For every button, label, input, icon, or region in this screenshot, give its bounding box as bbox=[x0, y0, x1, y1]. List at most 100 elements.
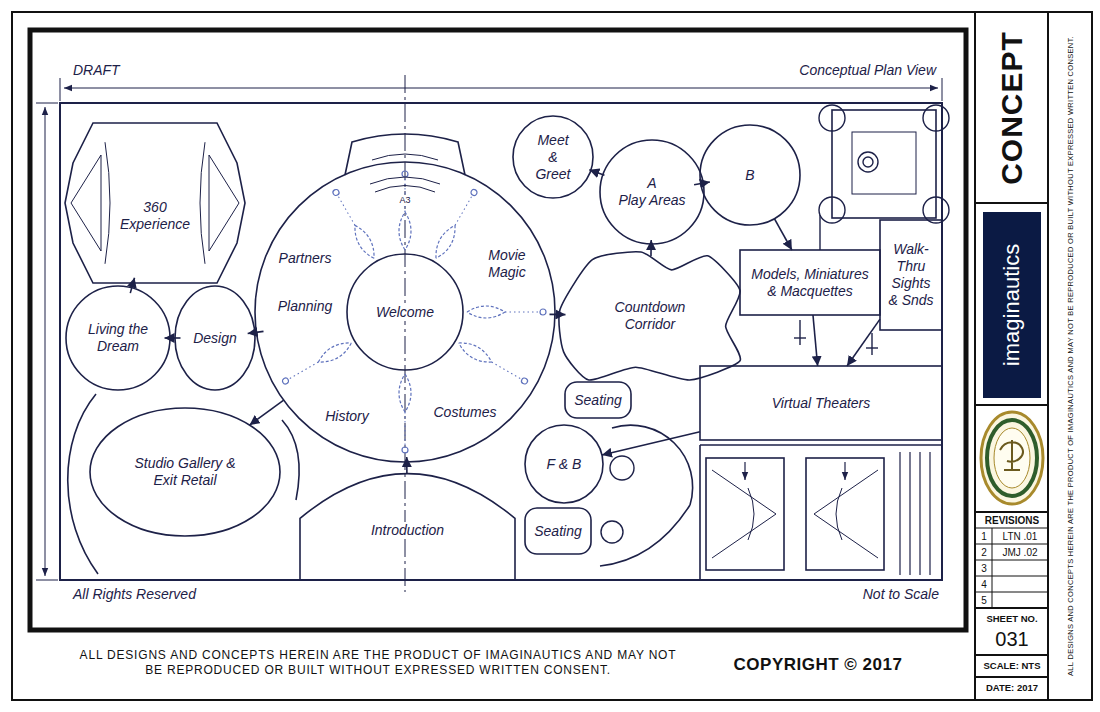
sheet-label-box: SHEET NO. bbox=[985, 613, 1038, 625]
theater-wall bbox=[700, 444, 942, 446]
zone-label: Planning bbox=[277, 298, 334, 315]
title-rule bbox=[975, 654, 1048, 656]
room-block bbox=[832, 110, 936, 218]
spiral-symbol bbox=[863, 157, 873, 167]
zone-label: Seating bbox=[533, 523, 582, 540]
stripe bbox=[929, 452, 930, 575]
zone-text-area: B bbox=[722, 147, 778, 203]
title-rule bbox=[975, 607, 1048, 609]
zone-label: Meet & Greet bbox=[533, 132, 573, 183]
stripe bbox=[919, 452, 920, 575]
stage-arc bbox=[372, 154, 438, 160]
zone-text-area: 360 Experience bbox=[113, 185, 197, 247]
display-petal bbox=[456, 338, 495, 367]
stage-arc bbox=[375, 186, 435, 193]
room-lobe bbox=[819, 105, 845, 131]
flow-arrow bbox=[694, 182, 710, 185]
zone-text-area: Meet & Greet bbox=[533, 130, 573, 184]
zone-label: Welcome bbox=[375, 304, 435, 321]
sheet-number: 031 bbox=[994, 627, 1029, 652]
display-petal bbox=[431, 222, 460, 261]
table-cell-box: 3 bbox=[980, 562, 988, 575]
seal-emblem bbox=[1000, 440, 1023, 470]
table-cell: LTN .01 bbox=[1002, 530, 1039, 543]
label-holder: Planning bbox=[277, 298, 334, 315]
table-cell-box: 2 bbox=[980, 546, 988, 559]
label-holder: History bbox=[324, 408, 370, 425]
company-logo-box: imaginautics bbox=[998, 243, 1026, 367]
room-lobe bbox=[923, 197, 949, 223]
door-marker bbox=[799, 320, 800, 345]
hub-circle: Welcome bbox=[347, 254, 463, 370]
room-inner bbox=[852, 132, 916, 194]
zone-outline bbox=[175, 286, 255, 390]
zone-outline bbox=[90, 408, 280, 536]
zone-label: Living the Dream bbox=[78, 321, 158, 355]
zone-circle: B bbox=[700, 125, 800, 225]
door-marker bbox=[871, 333, 872, 355]
copyright-notice-box: ALL DESIGNS AND CONCEPTS HEREIN ARE THE … bbox=[73, 648, 683, 678]
table-divider bbox=[992, 528, 993, 608]
zone-label: A bbox=[646, 175, 657, 192]
seating-zone: Seating bbox=[525, 508, 591, 554]
flow-arrow bbox=[813, 315, 818, 366]
title-block bbox=[975, 12, 1048, 700]
zone-label: Studio Gallery & Exit Retail bbox=[124, 455, 246, 489]
copyright-notice: ALL DESIGNS AND CONCEPTS HEREIN ARE THE … bbox=[73, 648, 683, 678]
zone-text-area: Countdown Corridor bbox=[600, 287, 700, 345]
title-rule bbox=[975, 202, 1048, 204]
sight-line bbox=[338, 196, 355, 225]
draft-note: DRAFT bbox=[72, 61, 121, 79]
table-rule bbox=[975, 576, 1048, 577]
label-holder: Movie Magic bbox=[480, 247, 534, 281]
flow-arrow bbox=[602, 432, 700, 455]
zone-outline bbox=[559, 252, 741, 380]
zone-text-area: Design bbox=[183, 322, 247, 354]
stripe bbox=[909, 452, 910, 575]
plan-boundary bbox=[60, 103, 942, 580]
seal-outer bbox=[981, 412, 1043, 504]
sight-line bbox=[405, 412, 406, 446]
flow-arrow bbox=[774, 219, 791, 250]
flow-arrow bbox=[130, 278, 134, 293]
sheet-type-box: CONCEPT bbox=[993, 30, 1031, 186]
zone-outline bbox=[700, 125, 800, 225]
draft-note-box: DRAFT bbox=[72, 61, 121, 79]
scale-field-box: SCALE: NTS bbox=[983, 660, 1042, 672]
screen-arc bbox=[748, 488, 754, 540]
zone-outline bbox=[347, 254, 463, 370]
sight-line bbox=[455, 196, 472, 225]
table-cell: JMJ .02 bbox=[1001, 546, 1038, 559]
rights-note-box: All Rights Reserved bbox=[72, 585, 197, 603]
column-dot bbox=[281, 377, 289, 385]
column-dot bbox=[520, 377, 528, 385]
theater-outline bbox=[65, 123, 245, 283]
display-petal bbox=[399, 374, 411, 412]
corridor-zone: Countdown Corridor bbox=[560, 252, 740, 380]
table-rule bbox=[975, 560, 1048, 561]
view-title-box: Conceptual Plan View bbox=[798, 61, 937, 79]
title-rule bbox=[975, 511, 1048, 513]
zone-text-area: Models, Miniatures & Macquettes bbox=[746, 255, 874, 310]
sight-line bbox=[505, 312, 539, 313]
sheet-type: CONCEPT bbox=[993, 30, 1031, 186]
zone-outline bbox=[740, 250, 880, 315]
flow-arrow bbox=[406, 457, 408, 473]
flow-arrow bbox=[650, 240, 652, 256]
table-cell: 4 bbox=[980, 578, 988, 591]
table-cell: 5 bbox=[980, 594, 988, 607]
gallery-zone: Studio Gallery & Exit Retail bbox=[90, 408, 280, 536]
column-dot bbox=[402, 447, 408, 453]
zone-outline bbox=[300, 474, 515, 580]
zone-text-area: APlay Areas bbox=[614, 160, 690, 224]
sight-line bbox=[289, 362, 318, 379]
room-box: Walk-Thru Sights & Snds bbox=[880, 220, 942, 330]
rotunda: PartnersMovie MagicPlanningHistoryCostum… bbox=[255, 162, 555, 462]
sheet-border bbox=[12, 12, 1092, 700]
zone-text-area: Seating bbox=[529, 518, 587, 544]
projection-cone bbox=[814, 470, 878, 558]
display-petal bbox=[315, 338, 354, 367]
flow-arrow bbox=[844, 462, 845, 480]
zone-outline bbox=[513, 116, 593, 198]
table-cell-box: JMJ .02 bbox=[1001, 546, 1038, 559]
